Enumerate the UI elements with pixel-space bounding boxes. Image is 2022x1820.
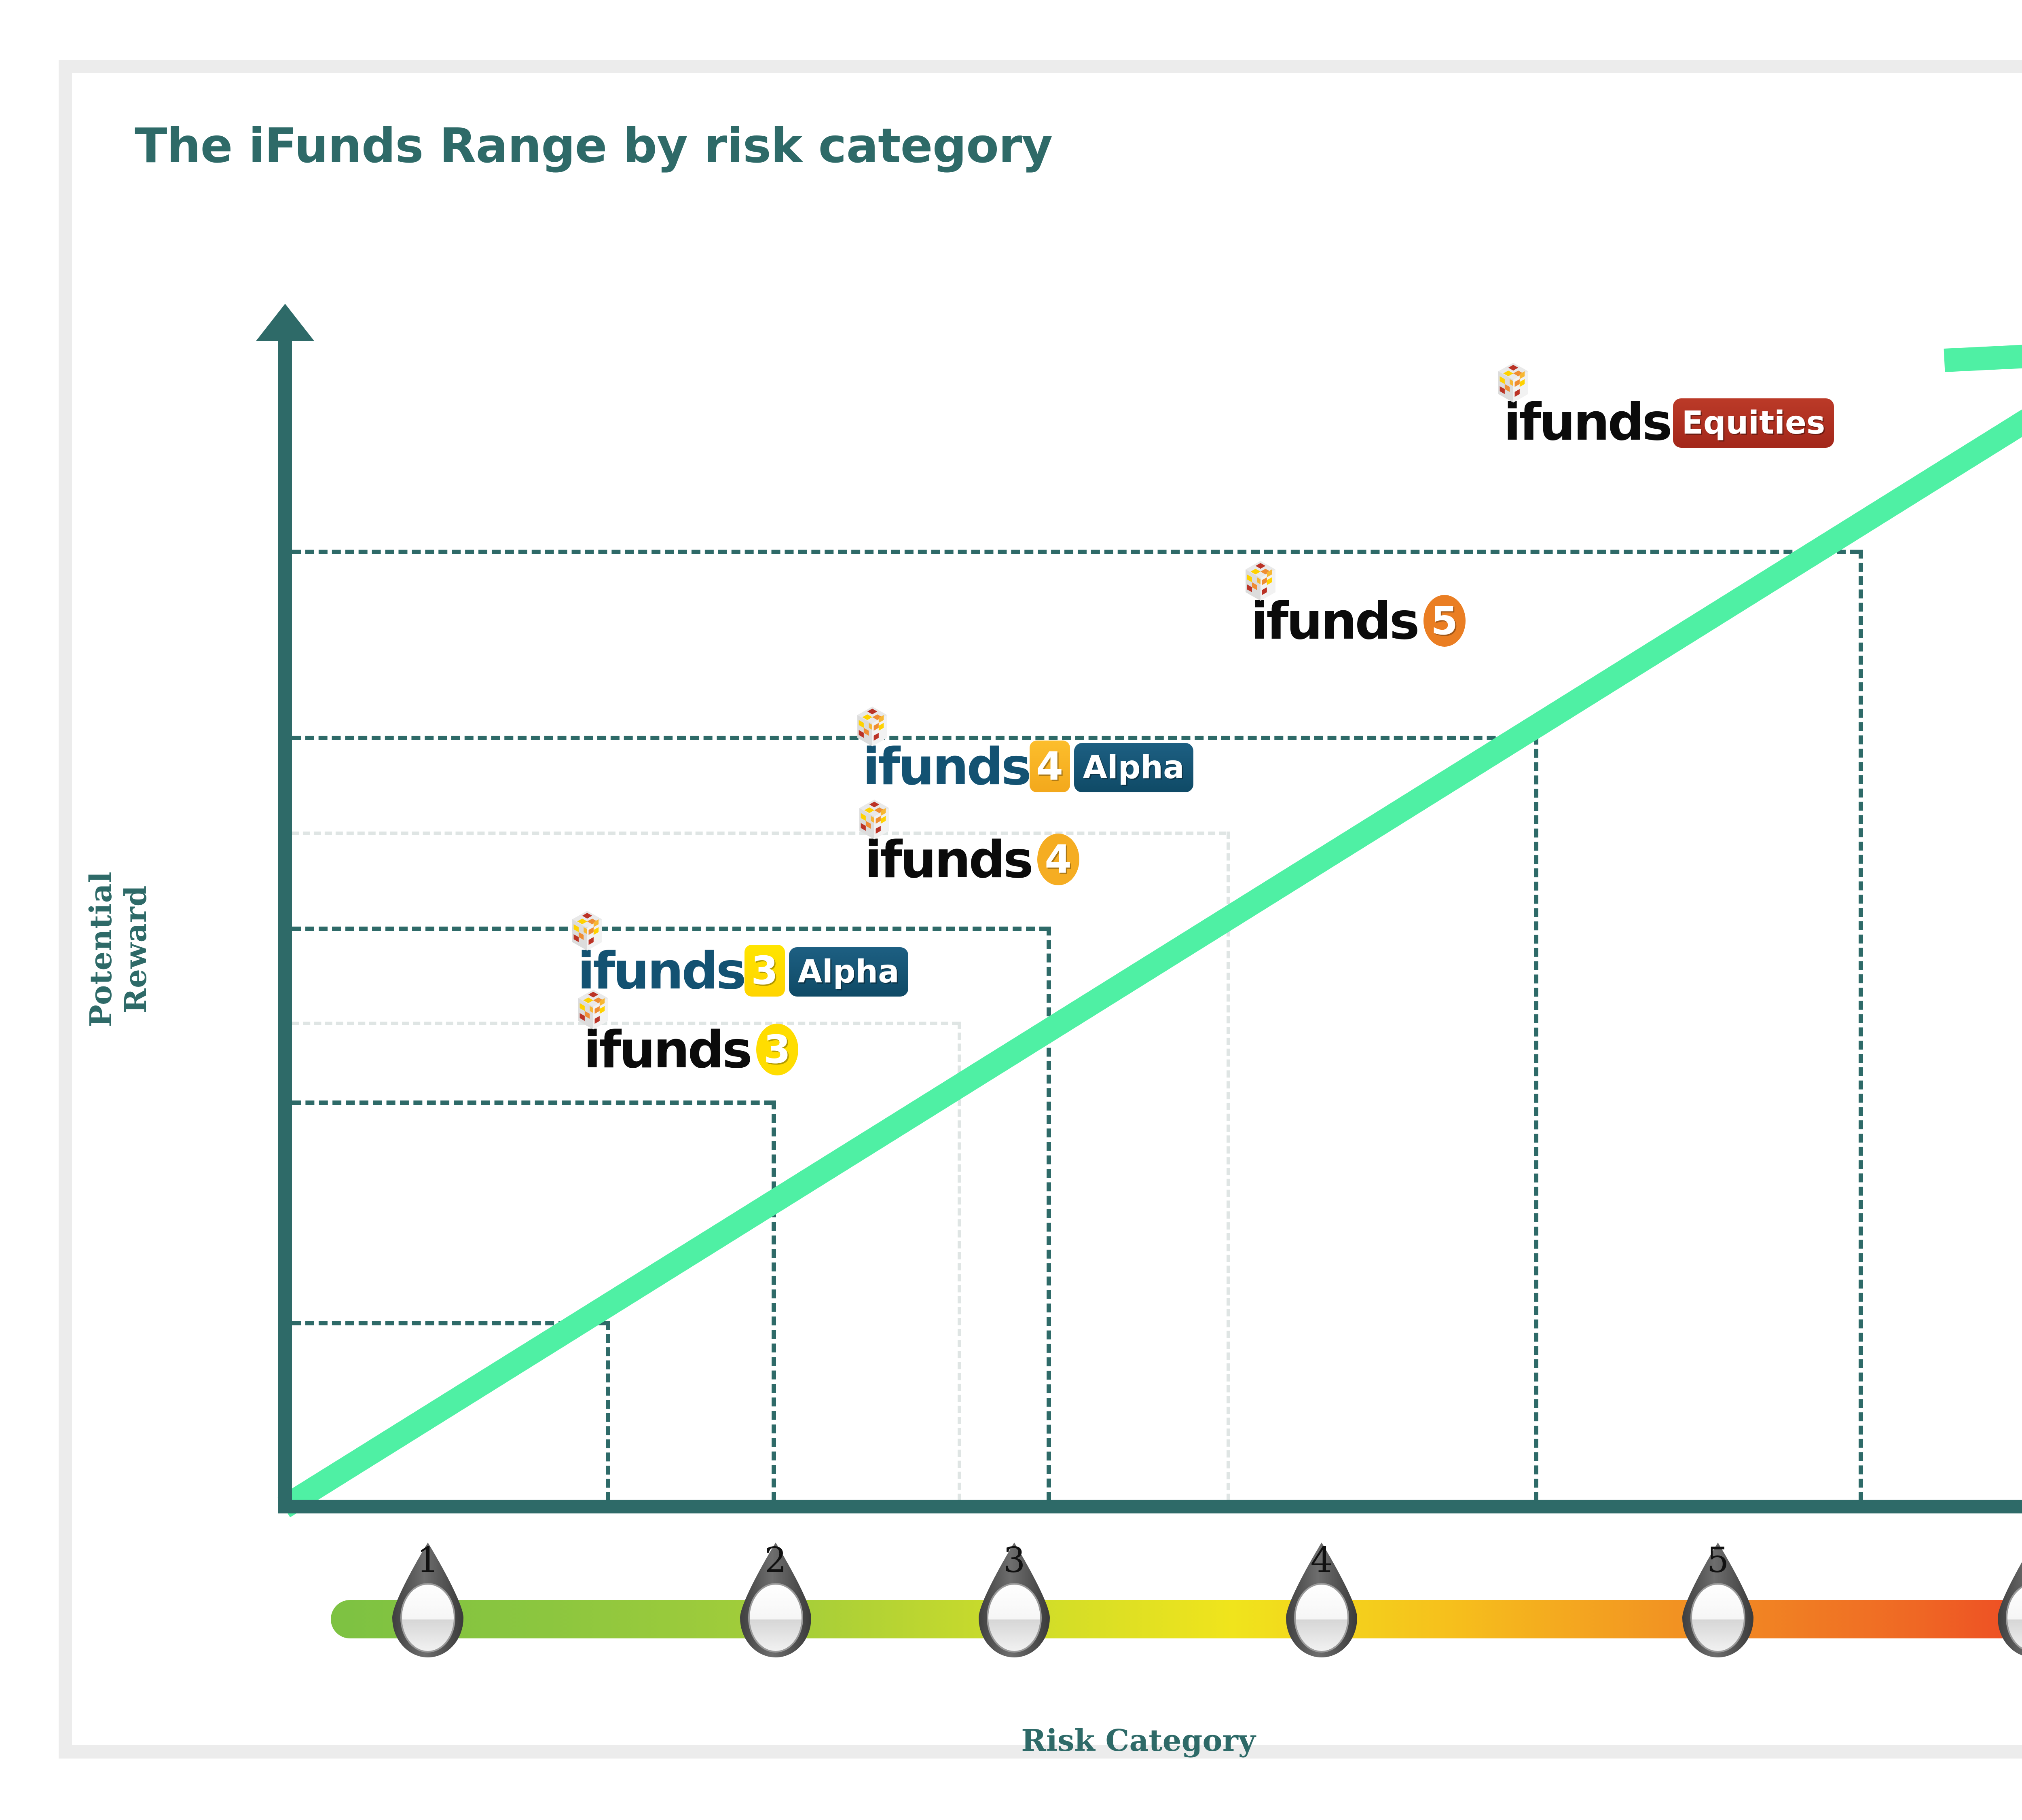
- gridline-v-ifunds4-faint: [1227, 832, 1230, 1501]
- ifunds-alpha-badge: Alpha: [1074, 743, 1193, 792]
- ifunds-wordmark: ifunds: [584, 1020, 753, 1079]
- risk-marker-1[interactable]: [387, 1540, 468, 1657]
- page-title: The iFunds Range by risk category: [135, 118, 1053, 174]
- x-axis-label: Risk Category: [1021, 1723, 1256, 1758]
- risk-marker-3-label: 3: [1003, 1540, 1026, 1581]
- ifunds-risk-badge: 4: [1029, 741, 1070, 792]
- ifunds-wordmark: ifunds: [863, 737, 1032, 796]
- x-axis-line: [278, 1500, 2022, 1513]
- risk-scale-gradient-bar: [331, 1600, 2022, 1638]
- ifunds-wordmark: ifunds: [577, 941, 747, 1001]
- gridline-v-cat1: [606, 1321, 610, 1501]
- risk-marker-6[interactable]: [1993, 1540, 2022, 1657]
- risk-marker-5-label: 5: [1707, 1540, 1729, 1581]
- risk-marker-1-label: 1: [417, 1540, 439, 1581]
- chart-plot-area: Potential Reward Risk Category: [72, 73, 2022, 1758]
- gridline-v-ifunds3: [772, 1100, 776, 1501]
- product-logo-ifunds-4[interactable]: ifunds 4: [859, 799, 1079, 889]
- gridline-h-ifunds3-faint: [292, 1022, 959, 1025]
- ifunds-cube-icon: [859, 799, 889, 840]
- gridline-h-cat1: [292, 1321, 607, 1325]
- product-logo-ifunds-4-alpha[interactable]: ifunds 4 Alpha: [857, 706, 1193, 796]
- gridline-v-ifunds4alpha: [1534, 736, 1538, 1501]
- product-logo-ifunds-5[interactable]: ifunds 5: [1246, 561, 1466, 651]
- ifunds-cube-icon: [578, 989, 608, 1030]
- product-logo-ifunds-3[interactable]: ifunds 3: [578, 989, 798, 1079]
- ifunds-cube-icon: [1498, 362, 1528, 403]
- trend-arrow-green: [277, 345, 2022, 1517]
- risk-marker-5[interactable]: [1677, 1540, 1758, 1657]
- product-logo-ifunds-equities[interactable]: ifunds Equities: [1498, 362, 1834, 452]
- gridline-h-ifunds3: [292, 1100, 773, 1105]
- ifunds-wordmark: ifunds: [865, 830, 1034, 889]
- risk-marker-2[interactable]: [735, 1540, 816, 1657]
- product-logo-ifunds-3-alpha[interactable]: ifunds 3 Alpha: [572, 910, 908, 1001]
- risk-marker-4-label: 4: [1310, 1540, 1333, 1581]
- content-panel: The iFunds Range by risk category: [72, 73, 2022, 1758]
- outer-frame: The iFunds Range by risk category: [59, 60, 2022, 1759]
- ifunds-wordmark: ifunds: [1251, 591, 1420, 651]
- risk-marker-3[interactable]: [974, 1540, 1055, 1657]
- ifunds-wordmark: ifunds: [1504, 392, 1673, 452]
- ifunds-alpha-badge: Alpha: [789, 947, 908, 997]
- y-axis-label: Potential Reward: [84, 871, 153, 1027]
- ifunds-risk-badge: 3: [744, 945, 785, 997]
- gridline-v-equities: [1859, 550, 1863, 1501]
- ifunds-cube-icon: [1246, 561, 1275, 601]
- gridline-v-ifunds4: [1047, 927, 1051, 1501]
- ifunds-cube-icon: [572, 910, 602, 951]
- gridline-h-ifunds4-faint: [292, 832, 1226, 835]
- ifunds-cube-icon: [857, 706, 887, 747]
- y-axis-line: [278, 332, 292, 1513]
- ifunds-risk-badge: 5: [1423, 595, 1466, 647]
- gridline-h-ifunds4alpha: [292, 736, 1536, 740]
- gridline-h-equities: [292, 550, 1859, 554]
- gridline-v-ifunds3-faint: [958, 1022, 961, 1501]
- risk-scale: 1 2 3 4: [331, 1540, 2022, 1657]
- ifunds-risk-badge: 4: [1037, 834, 1079, 885]
- risk-marker-4[interactable]: [1281, 1540, 1362, 1657]
- ifunds-equities-badge: Equities: [1673, 398, 1834, 448]
- risk-marker-2-label: 2: [764, 1540, 787, 1581]
- risk-marker-6-label: 6: [1993, 1540, 2022, 1581]
- gridline-h-ifunds4: [292, 927, 1048, 931]
- ifunds-risk-badge: 3: [756, 1024, 798, 1075]
